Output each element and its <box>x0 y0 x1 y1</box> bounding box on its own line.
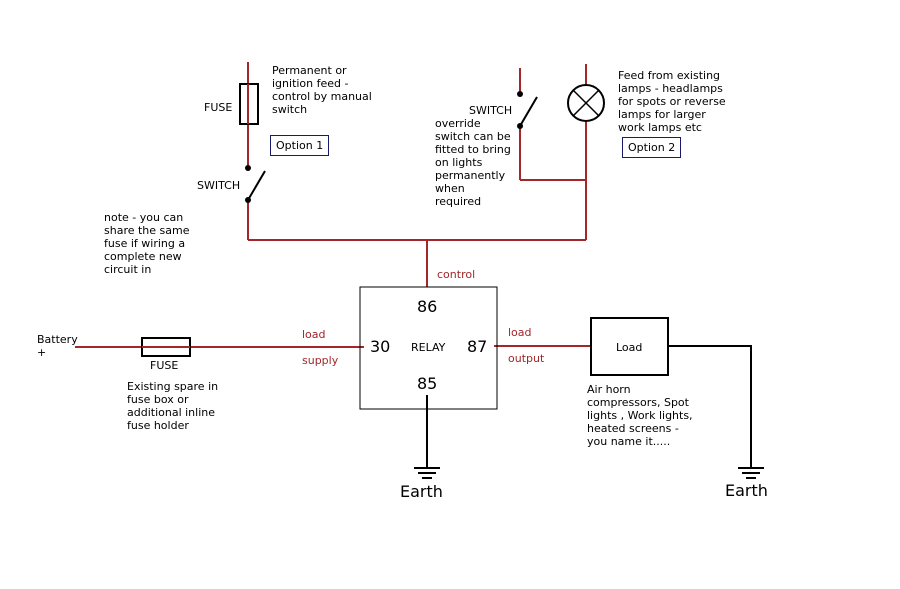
inline-fuse-label: FUSE <box>150 359 179 372</box>
option1-feed-note: Permanent or ignition feed - control by … <box>272 64 372 116</box>
earth-symbol-icon <box>414 467 440 479</box>
supply-label-load: load <box>302 328 326 341</box>
load-note: Air horn compressors, Spot lights , Work… <box>587 383 693 448</box>
override-note: override switch can be fitted to bring o… <box>435 117 511 208</box>
pin-85-label: 85 <box>417 374 438 393</box>
share-fuse-note: note - you can share the same fuse if wi… <box>104 211 190 276</box>
fuse-label: FUSE <box>204 101 233 114</box>
relay-earth-label: Earth <box>400 482 443 501</box>
load-earth-label: Earth <box>725 481 768 500</box>
load-label: Load <box>616 341 643 354</box>
load-earth-symbol-icon <box>738 467 764 479</box>
pin-30-label: 30 <box>370 337 391 356</box>
option2-feed-note: Feed from existing lamps - headlamps for… <box>618 69 726 134</box>
battery-label: Battery + <box>37 333 78 359</box>
output-label-load: load <box>508 326 532 339</box>
output-label-output: output <box>508 352 545 365</box>
relay-box <box>359 286 498 410</box>
pin-86-label: 86 <box>417 297 438 316</box>
control-label: control <box>437 268 476 281</box>
supply-label-supply: supply <box>302 354 339 367</box>
load-earth-wire <box>668 345 752 467</box>
override-switch-icon <box>517 91 538 129</box>
switch-label: SWITCH <box>197 179 241 192</box>
switch-icon <box>245 165 266 203</box>
load-box <box>590 317 669 376</box>
inline-fuse-note: Existing spare in fuse box or additional… <box>127 380 219 432</box>
option1-badge: Option 1 <box>270 135 330 156</box>
lamp-icon <box>567 84 605 122</box>
option2-badge: Option 2 <box>622 137 682 158</box>
relay-label: RELAY <box>411 341 446 354</box>
override-switch-label: SWITCH <box>469 104 513 117</box>
pin-87-label: 87 <box>467 337 488 356</box>
